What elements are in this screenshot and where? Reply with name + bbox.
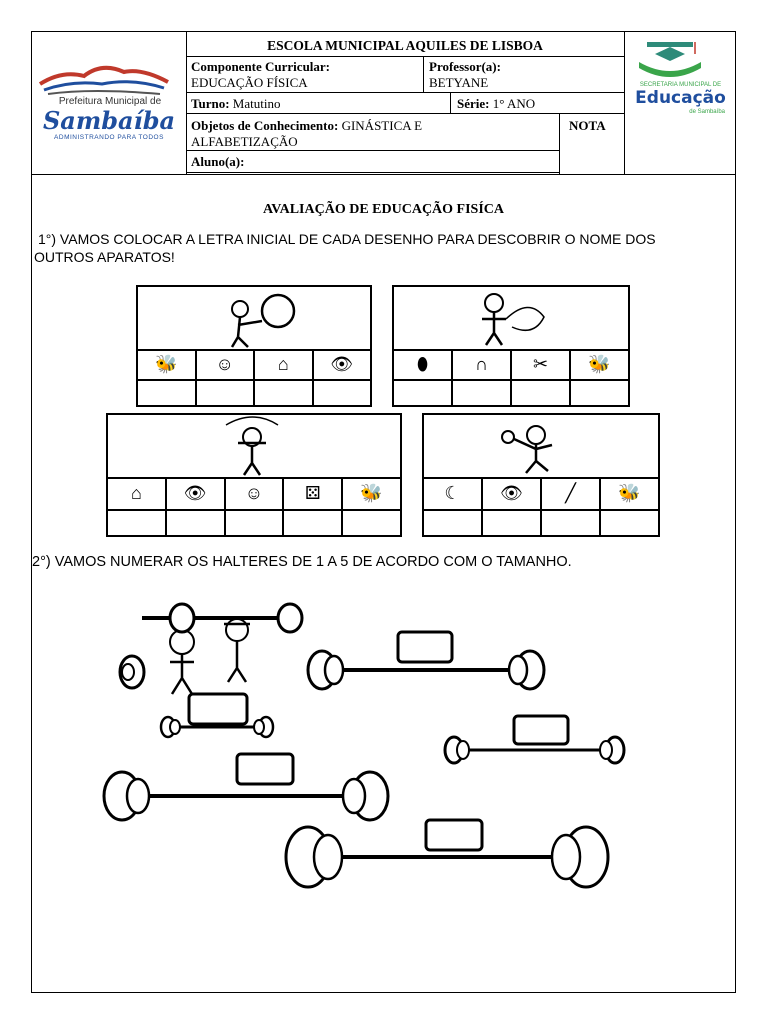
exercise-card-hoop: 🐝 ☺ ⌂ 👁 bbox=[136, 285, 372, 407]
number-box-e[interactable] bbox=[424, 818, 484, 852]
dice-icon: ⚄ bbox=[284, 477, 344, 509]
number-box-a[interactable] bbox=[396, 630, 454, 664]
card1-answer-row bbox=[138, 379, 370, 405]
question1-line1: 1°) VAMOS COLOCAR A LETRA INICIAL DE CAD… bbox=[38, 231, 656, 247]
student-label: Aluno(a): bbox=[191, 154, 245, 169]
worksheet-page: Prefeitura Municipal de Sambaíba ADMINIS… bbox=[31, 31, 736, 993]
face-icon: ☺ bbox=[226, 477, 285, 509]
answer-box[interactable] bbox=[453, 379, 512, 405]
face-icon: ☺ bbox=[197, 349, 255, 379]
prefeitura-line3: ADMINISTRANDO PARA TODOS bbox=[54, 134, 164, 141]
prefeitura-line1: Prefeitura Municipal de bbox=[58, 96, 162, 107]
school-name: ESCOLA MUNICIPAL AQUILES DE LISBOA bbox=[267, 38, 543, 53]
dumbbell-c bbox=[443, 735, 626, 765]
rope-boy-figure bbox=[108, 415, 400, 479]
grade-field: Série: 1° ANO bbox=[452, 96, 535, 111]
stick-icon: ╱ bbox=[542, 477, 601, 509]
answer-box[interactable] bbox=[138, 379, 197, 405]
answer-box[interactable] bbox=[255, 379, 314, 405]
eye-icon: 👁 bbox=[483, 477, 542, 509]
exercise-card-ball: ☾ 👁 ╱ 🐝 bbox=[422, 413, 660, 537]
dumbbell-b bbox=[159, 715, 275, 739]
house-icon: ⌂ bbox=[108, 477, 167, 509]
card2-answer-row bbox=[394, 379, 628, 405]
eye-icon: 👁 bbox=[330, 353, 354, 374]
bee-icon: 🐝 bbox=[588, 353, 611, 374]
nota-label: NOTA bbox=[569, 118, 606, 133]
component-label: Componente Curricular: bbox=[191, 59, 331, 74]
horseshoe-icon: ∩ bbox=[453, 349, 512, 379]
bean-icon: ⬮ bbox=[394, 349, 453, 379]
question1-line2: OUTROS APARATOS! bbox=[34, 249, 175, 265]
bee-icon: 🐝 bbox=[360, 482, 383, 503]
number-box-c[interactable] bbox=[512, 714, 570, 746]
teacher-label: Professor(a): bbox=[429, 59, 501, 74]
number-box-b[interactable] bbox=[187, 692, 249, 726]
answer-box[interactable] bbox=[542, 509, 601, 535]
bee-icon: 🐝 bbox=[618, 482, 641, 503]
graduation-cap-icon bbox=[639, 42, 701, 77]
header-table: Prefeitura Municipal de Sambaíba ADMINIS… bbox=[32, 32, 735, 175]
banana-icon: ☾ bbox=[424, 477, 483, 509]
shift-value: Matutino bbox=[232, 96, 281, 111]
mountain-logo-icon bbox=[38, 65, 169, 95]
prefeitura-logo: Prefeitura Municipal de Sambaíba ADMINIS… bbox=[32, 32, 187, 174]
answer-box[interactable] bbox=[483, 509, 542, 535]
dumbbell-d bbox=[102, 770, 390, 822]
component-value: EDUCAÇÃO FÍSICA bbox=[191, 75, 308, 90]
objects-value-1: GINÁSTICA E bbox=[341, 118, 423, 133]
dumbbell-a bbox=[306, 649, 546, 691]
answer-box[interactable] bbox=[167, 509, 226, 535]
objects-label: Objetos de Conhecimento: bbox=[191, 118, 339, 133]
objects-field: Objetos de Conhecimento: GINÁSTICA E bbox=[186, 118, 422, 133]
eye-icon: 👁 bbox=[167, 477, 226, 509]
exercise-card-rope: ⌂ 👁 ☺ ⚄ 🐝 bbox=[106, 413, 402, 537]
prefeitura-line2: Sambaíba bbox=[42, 106, 176, 135]
exercise-card-ribbon: ⬮ ∩ ✂ 🐝 bbox=[392, 285, 630, 407]
answer-box[interactable] bbox=[226, 509, 285, 535]
secretaria-line2: Educação bbox=[635, 88, 726, 108]
page-title: AVALIAÇÃO DE EDUCAÇÃO FISÍCA bbox=[262, 202, 505, 217]
card3-icons-row: ⌂ 👁 ☺ ⚄ 🐝 bbox=[108, 477, 400, 511]
answer-box[interactable] bbox=[512, 379, 571, 405]
dumbbell-e bbox=[284, 825, 610, 889]
shift-field: Turno: Matutino bbox=[186, 96, 280, 111]
shift-label: Turno: bbox=[191, 96, 230, 111]
dumbbells-illustration bbox=[102, 602, 626, 889]
card3-answer-row bbox=[108, 509, 400, 535]
question2-text: 2°) VAMOS NUMERAR OS HALTERES DE 1 A 5 D… bbox=[32, 554, 572, 570]
grade-label: Série: bbox=[457, 96, 490, 111]
number-box-d[interactable] bbox=[235, 752, 295, 786]
answer-box[interactable] bbox=[284, 509, 344, 535]
scissors-icon: ✂ bbox=[512, 349, 571, 379]
secretaria-line3: de Sambaíba bbox=[689, 109, 725, 115]
card4-answer-row bbox=[424, 509, 658, 535]
teacher-value: BETYANE bbox=[429, 75, 489, 90]
answer-box[interactable] bbox=[394, 379, 453, 405]
answer-box[interactable] bbox=[108, 509, 167, 535]
objects-value-2: ALFABETIZAÇÃO bbox=[191, 134, 298, 149]
kids-lifting-figure bbox=[118, 602, 304, 695]
house-icon: ⌂ bbox=[255, 349, 314, 379]
secretaria-logo: SECRETARIA MUNICIPAL DE Educação de Samb… bbox=[624, 32, 736, 174]
grade-value: 1° ANO bbox=[492, 96, 536, 111]
answer-box[interactable] bbox=[424, 509, 483, 535]
secretaria-line1: SECRETARIA MUNICIPAL DE bbox=[639, 82, 722, 88]
answer-box[interactable] bbox=[197, 379, 255, 405]
bee-icon: 🐝 bbox=[138, 349, 197, 379]
